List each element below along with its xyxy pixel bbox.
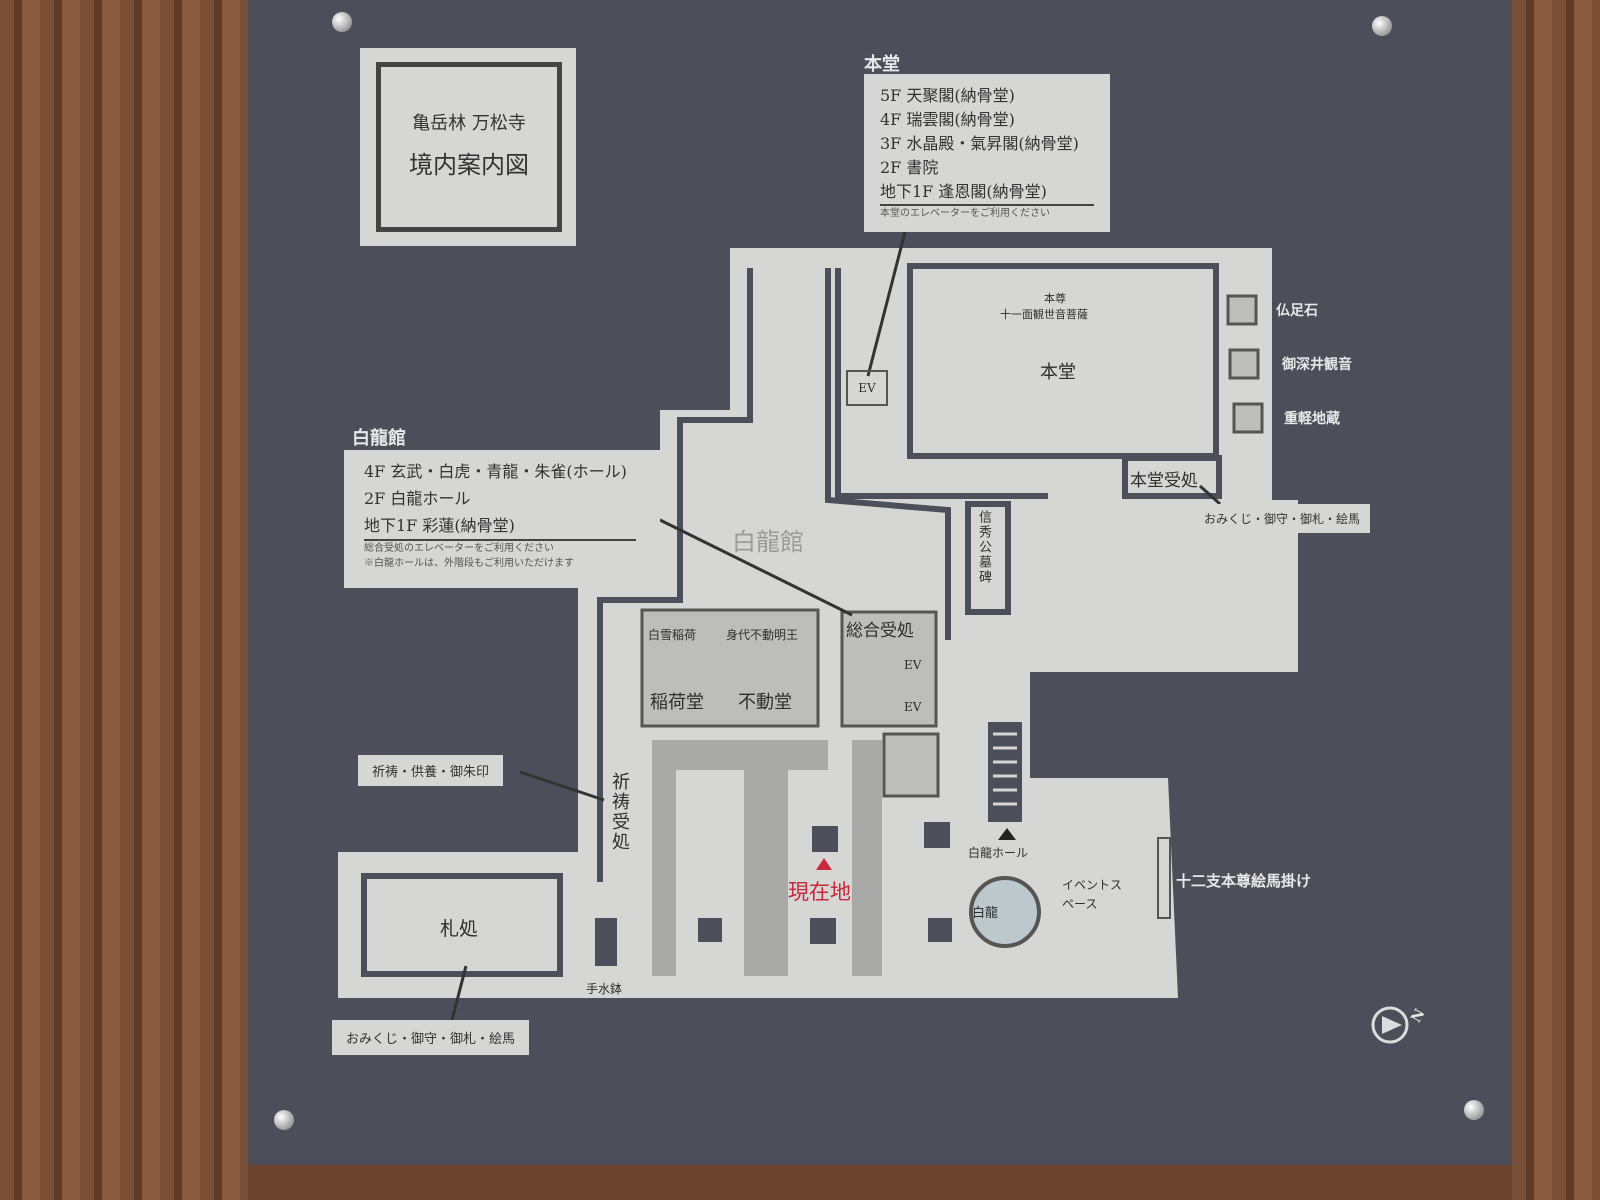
title-box: 亀岳林 万松寺 境内案内図 (360, 48, 576, 246)
ev-label: EV (904, 658, 922, 672)
omikuji-right-label: おみくじ・御守・御札・絵馬 (1194, 504, 1371, 533)
migawari-fudo: 身代不動明王 (726, 628, 799, 642)
event-space-label: イベントスペース (1062, 878, 1123, 911)
hondo-header: 本堂 (864, 54, 900, 75)
fudasho-label: 札処 (440, 918, 479, 940)
hakuryu-label: 白龍 (972, 906, 999, 921)
note: ※白龍ホールは、外階段もご利用いただけます (364, 558, 574, 569)
honzon-label: 本尊 (1044, 292, 1066, 305)
hall-marker (998, 828, 1016, 840)
hakuryukan-info-box: 4F 玄武・白虎・青龍・朱雀(ホール) 2F 白龍ホール 地下1F 彩蓮(納骨堂… (344, 450, 660, 588)
kito-label: 祈祷・供養・御朱印 (358, 755, 504, 786)
map-title: 境内案内図 (409, 151, 529, 179)
hakuryu-hall-label: 白龍ホール (968, 846, 1029, 860)
floor-line: 4F 瑞雲閣(納骨堂) (880, 110, 1015, 129)
honzon-name: 十一面観世音菩薩 (1000, 308, 1088, 321)
screw (332, 12, 352, 32)
compass-icon (1371, 1006, 1409, 1044)
floor-line: 2F 白龍ホール (364, 489, 471, 508)
stairs-icon (988, 722, 1022, 822)
kito-reception: 祈祷受処 (609, 772, 630, 852)
floor-line: 2F 書院 (880, 158, 939, 177)
screw (274, 1110, 294, 1130)
omokaru-jizo-label: 重軽地蔵 (1284, 411, 1340, 427)
omikuji-left-label: おみくじ・御守・御札・絵馬 (332, 1020, 530, 1055)
chozubachi-label: 手水鉢 (586, 982, 623, 996)
shirayuki-inari: 白雪稲荷 (648, 628, 697, 642)
hondo-reception: 本堂受処 (1130, 471, 1198, 491)
general-reception: 総合受処 (846, 621, 914, 641)
current-location-marker (816, 858, 832, 870)
floor-line: 地下1F 彩蓮(納骨堂) (364, 512, 636, 541)
bussokuseki-label: 仏足石 (1276, 303, 1318, 319)
screw (1464, 1100, 1484, 1120)
floor-line: 地下1F 逢恩閣(納骨堂) (880, 180, 1094, 206)
hakuryu-statue (969, 876, 1041, 948)
nobuhide-grave: 信秀公墓碑 (976, 510, 991, 585)
floor-line: 4F 玄武・白虎・青龍・朱雀(ホール) (364, 462, 627, 481)
hondo-info-box: 5F 天聚閣(納骨堂) 4F 瑞雲閣(納骨堂) 3F 水晶殿・氣昇閣(納骨堂) … (864, 74, 1110, 232)
hondo-label: 本堂 (1040, 362, 1076, 383)
fudodo-label: 不動堂 (738, 692, 792, 713)
ev-label: EV (904, 700, 922, 714)
hakuryukan-label: 白龍館 (732, 528, 804, 556)
hondo-note: 本堂のエレベーターをご利用ください (880, 208, 1050, 219)
screw (1372, 16, 1392, 36)
floor-line: 3F 水晶殿・氣昇閣(納骨堂) (880, 134, 1079, 153)
temple-name: 亀岳林 万松寺 (412, 113, 526, 134)
hakuryukan-wall (597, 268, 753, 882)
inarido-label: 稲荷堂 (650, 692, 704, 713)
floor-line: 5F 天聚閣(納骨堂) (880, 86, 1015, 105)
hakuryukan-header: 白龍館 (352, 428, 406, 449)
shrine-buildings (640, 608, 820, 728)
wood-frame-left (0, 0, 248, 1200)
ofukei-kannon-label: 御深井観音 (1282, 357, 1352, 373)
ema-rack-label: 十二支本尊絵馬掛け (1176, 872, 1312, 890)
ema-rack (1157, 837, 1171, 919)
hondo-ev: EV (846, 370, 888, 406)
current-location-label: 現在地 (788, 880, 851, 904)
note: 総合受処のエレベーターをご利用ください (364, 543, 554, 554)
wood-frame-right (1512, 0, 1600, 1200)
